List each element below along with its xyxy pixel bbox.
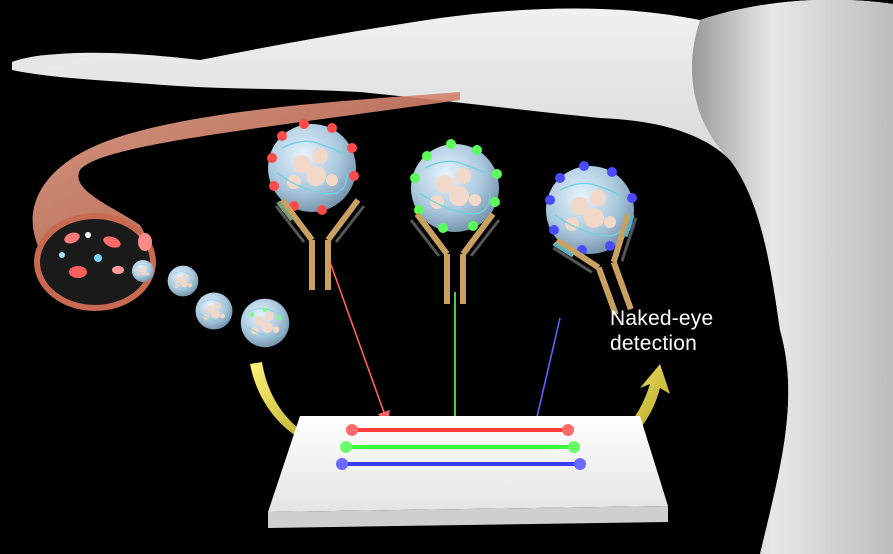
green-exosome-icon: [410, 139, 502, 233]
red-arrow: [329, 261, 390, 425]
caption-line-1: Naked-eye: [610, 307, 714, 330]
naked-eye-detection-label: Naked-eye detection: [610, 306, 780, 356]
caption-line-2: detection: [610, 332, 698, 355]
output-arrow-icon: [596, 364, 670, 460]
blood-vessel-icon: [32, 92, 460, 311]
blue-antibody-icon: [551, 212, 664, 327]
microfluidic-chip-icon: [268, 416, 668, 528]
red-exosome-icon: [267, 119, 359, 215]
human-arm-silhouette-icon: [12, 0, 893, 554]
small-exosomes: [131, 259, 290, 348]
red-antibody-icon: [276, 200, 364, 290]
